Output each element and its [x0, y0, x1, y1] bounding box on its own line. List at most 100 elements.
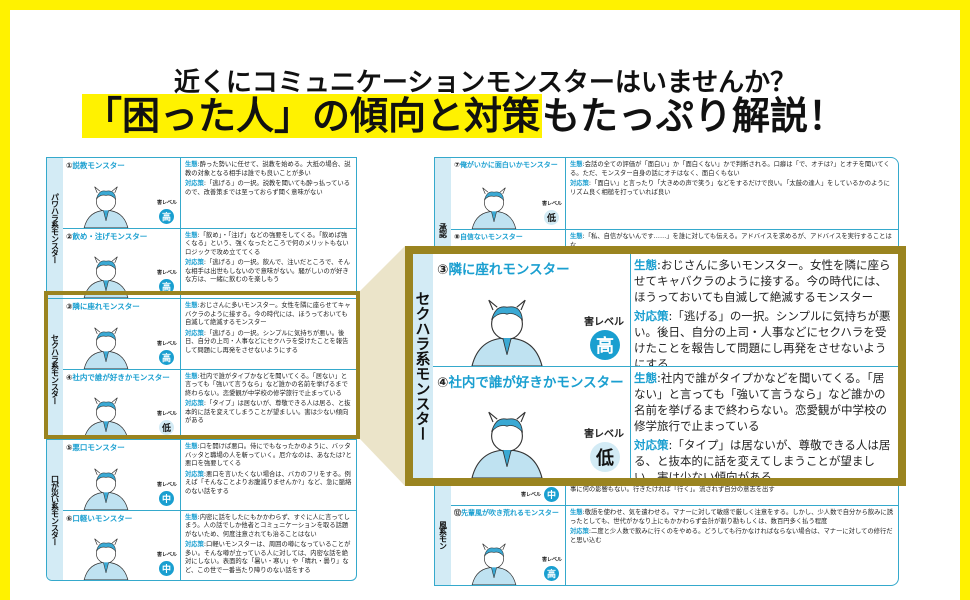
monster-row: ⑤悪口モンスター害レベル中生態:口を開けば悪口。侍にでもなったかのように、バッタ…: [63, 440, 356, 511]
danger-level-badge: 中: [159, 561, 174, 576]
danger-level-badge: 低: [159, 420, 174, 435]
ecology-body: 酔った勢いに任せて、説教を始める。大抵の場合、説教の対象となる相手は誰でも良いこ…: [185, 161, 351, 177]
countermeasure-text: 対応策:二度と少人数で飲みに行くのをやめる。どうしても行かなければならない場合は…: [570, 528, 893, 544]
danger-level-badge: 中: [159, 490, 174, 506]
category-rows: ⑤悪口モンスター害レベル中生態:口を開けば悪口。侍にでもなったかのように、バッタ…: [63, 440, 356, 580]
ecology-text: 生態:会話の全ての評価が「面白い」か「面白くない」かで判断される。口癖は「で、オ…: [570, 161, 890, 177]
countermeasure-body: 「逃げる」の一択。説教を聞いても酔っ払っているので、改善策までは至っておらず聞く…: [185, 180, 351, 196]
monster-description: 生態:社内で誰がタイプかなどを聞いてくる。「居ない」と言っても「強いて言うなら」…: [181, 370, 356, 440]
ecology-body: 口を開けば悪口。侍にでもなったかのように、バッタバッタと職場の人を斬っていく。厄…: [185, 443, 352, 467]
ecology-body: 内密に話をしたにもかかわらず、すぐに人に言ってしまう。人の話でしか他者とコミュニ…: [185, 513, 350, 538]
monster-summary: ⑥口軽いモンスター害レベル中: [63, 510, 181, 580]
monster-row: 害レベル中事に何の影響もない。行きたければ「行く」。流されず自分の意志を出す: [451, 485, 898, 506]
monster-summary: ④社内で誰が好きかモンスター害レベル低: [63, 369, 181, 439]
ecology-body: おじさんに多いモンスター。女性を隣に座らせてキャバクラのように接する。今の時代に…: [634, 258, 891, 304]
monster-number: ⑧: [454, 233, 460, 241]
danger-level-badge: 高: [159, 349, 174, 365]
monster-name: 自信ないモンスター: [459, 233, 523, 241]
monster-name: 隣に座れモンスター: [72, 302, 140, 311]
monster-row: ③隣に座れモンスター害レベル高生態:おじさんに多いモンスター。女性を隣に座らせて…: [433, 254, 898, 367]
ecology-body: 敬語を使わせ、気を遣わせる。マナーに対して敏感で厳しく注意をする。しかし、少人数…: [570, 509, 894, 525]
highlight-box: [44, 291, 360, 439]
countermeasure-body: 「逃げる」の一択。シンプルに気持ちが悪い。後日、自分の上司・人事などにセクハラを…: [185, 329, 349, 354]
countermeasure-body: 悪口を言いたくない場合は、バカのフリをする。例えば「そんなことよりお腹減りません…: [185, 470, 352, 495]
danger-level-badge: 高: [590, 329, 620, 360]
ecology-text: 生態:「飲め」・「注げ」などの強要をしてくる。「飲めば強くなる」という、強くなっ…: [185, 231, 349, 256]
monster-title: ③隣に座れモンスター: [437, 258, 626, 278]
monster-row: ④社内で誰が好きかモンスター害レベル低生態:社内で誰がタイプかなどを聞いてくる。…: [63, 369, 356, 440]
danger-level-label: 害レベル: [541, 201, 562, 207]
monster-number: ⑥: [66, 513, 73, 523]
monster-title: ⑥口軽いモンスター: [66, 513, 177, 524]
monster-name: 口軽いモンスター: [72, 513, 133, 523]
monster-number: ④: [437, 374, 449, 391]
countermeasure-text: 対応策:口軽いモンスターは、周囲の噂になっていることが多い。そんな噂が立っている…: [185, 541, 351, 574]
danger-level-badge: 高: [544, 566, 559, 581]
monster-row: ⑥口軽いモンスター害レベル中生態:内密に話をしたにもかかわらず、すぐに人に言って…: [63, 510, 356, 580]
monster-category: 風系モン害レベル中事に何の影響もない。行きたければ「行く」。流されず自分の意志を…: [435, 485, 898, 585]
ecology-text: 生態:社内で誰がタイプかなどを聞いてくる。「居ない」と言っても「強いて言うなら」…: [634, 370, 887, 433]
countermeasure-text: 対応策:悪口を言いたくない場合は、バカのフリをする。例えば「そんなことよりお腹減…: [185, 470, 352, 495]
category-rows: ③隣に座れモンスター害レベル高生態:おじさんに多いモンスター。女性を隣に座らせて…: [63, 299, 356, 439]
monster-name: 俺がいかに面白いかモンスター: [459, 161, 558, 169]
danger-level-label: 害レベル: [156, 199, 177, 206]
countermeasure-body: 「逃げる」の一択。シンプルに気持ちが悪い。後日、自分の上司・人事などにセクハラを…: [634, 309, 891, 367]
category-label: 口が災い系モンスター: [47, 440, 63, 580]
ecology-body: 会話の全ての評価が「面白い」か「面白くない」かで判断される。口癖は「で、オチは?…: [570, 161, 890, 177]
monster-summary: 害レベル中: [451, 485, 566, 505]
monster-title: ④社内で誰が好きかモンスター: [66, 372, 177, 383]
monster-number: ⑤: [66, 443, 73, 452]
monster-description: 生態:「飲め」・「注げ」などの強要をしてくる。「飲めば強くなる」という、強くなっ…: [181, 229, 356, 299]
monster-summary: ⑦俺がいかに面白いかモンスター害レベル低: [451, 158, 566, 229]
danger-level-label: 害レベル: [156, 552, 177, 558]
monster-illustration: [83, 185, 129, 228]
danger-level-label: 害レベル: [520, 492, 541, 498]
countermeasure-text: 対応策:「タイプ」は居ないが、尊敬できる人は居る、と抜本的に話を変えてしまうこと…: [634, 437, 895, 479]
monster-title: ⑫先輩風が吹き荒れるモンスター: [454, 508, 562, 518]
monster-illustration: [471, 411, 543, 478]
monster-title: ④社内で誰が好きかモンスター: [437, 371, 626, 391]
monster-description: 事に何の影響もない。行きたければ「行く」。流されず自分の意志を出す: [566, 485, 898, 505]
monster-number: ③: [66, 302, 73, 311]
monster-number: ⑦: [454, 161, 460, 169]
monster-illustration: [83, 397, 129, 439]
countermeasure-label: 対応策: [185, 470, 204, 478]
danger-level-badge: 低: [544, 210, 559, 225]
countermeasure-body: 「面白い」と言ったり「大きめの声で笑う」などをするだけで良い。「太鼓の達人」をし…: [570, 180, 890, 196]
monster-illustration: [83, 467, 129, 510]
ecology-text: 生態:内密に話をしたにもかかわらず、すぐに人に言ってしまう。人の話でしか他者とコ…: [185, 513, 350, 538]
monster-row: ⑫先輩風が吹き荒れるモンスター害レベル高生態:敬語を使わせ、気を遣わせる。マナー…: [451, 506, 898, 585]
monster-description: 生態:おじさんに多いモンスター。女性を隣に座らせてキャバクラのように接する。今の…: [631, 254, 898, 366]
monster-number: ②: [66, 231, 73, 241]
monster-row: ④社内で誰が好きかモンスター害レベル低生態:社内で誰がタイプかなどを聞いてくる。…: [433, 366, 898, 479]
ecology-text: 生態:酔った勢いに任せて、説教を始める。大抵の場合、説教の対象となる相手は誰でも…: [185, 161, 351, 177]
monster-summary: ⑫先輩風が吹き荒れるモンスター害レベル高: [451, 506, 566, 585]
countermeasure-body: 二度と少人数で飲みに行くのをやめる。どうしても行かなければならない場合は、マナー…: [570, 528, 893, 544]
danger-level-label: 害レベル: [156, 411, 177, 417]
monster-number: ④: [66, 372, 73, 382]
monster-illustration: [471, 543, 517, 585]
headline-highlight: 「困った人」の傾向と対策: [82, 94, 543, 138]
monster-description: 生態:会話の全ての評価が「面白い」か「面白くない」かで判断される。口癖は「で、オ…: [566, 158, 898, 229]
monster-row: ②飲め・注げモンスター害レベル高生態:「飲め」・「注げ」などの強要をしてくる。「…: [63, 228, 356, 299]
description-text: 事に何の影響もない。行きたければ「行く」。流されず自分の意志を出す: [570, 486, 775, 493]
ecology-label: 生態: [634, 258, 657, 272]
danger-level-label: 害レベル: [156, 340, 177, 347]
ecology-text: 生態:おじさんに多いモンスター。女性を隣に座らせてキャバクラのように接する。今の…: [634, 258, 891, 304]
monster-name: 社内で誰が好きかモンスター: [448, 374, 624, 391]
ecology-text: 生態:社内で誰がタイプかなどを聞いてくる。「居ない」と言っても「強いて言うなら」…: [185, 372, 348, 397]
ecology-label: 生態: [185, 443, 198, 450]
ecology-label: 生態: [185, 231, 198, 239]
danger-level-label: 害レベル: [156, 270, 177, 276]
monster-title: ⑧自信ないモンスター: [454, 232, 562, 242]
countermeasure-text: 対応策:「逃げる」の一択。説教を聞いても酔っ払っているので、改善策までは至ってお…: [185, 180, 351, 196]
monster-summary: ④社内で誰が好きかモンスター害レベル低: [433, 366, 631, 478]
monster-name: 先輩風が吹き荒れるモンスター: [461, 509, 559, 517]
monster-row: ①説教モンスター害レベル高生態:酔った勢いに任せて、説教を始める。大抵の場合、説…: [63, 158, 356, 229]
ecology-body: 「私、自信がないんです……」を誰に対しても伝える。アドバイスを求めるが、アドバイ…: [570, 233, 892, 249]
